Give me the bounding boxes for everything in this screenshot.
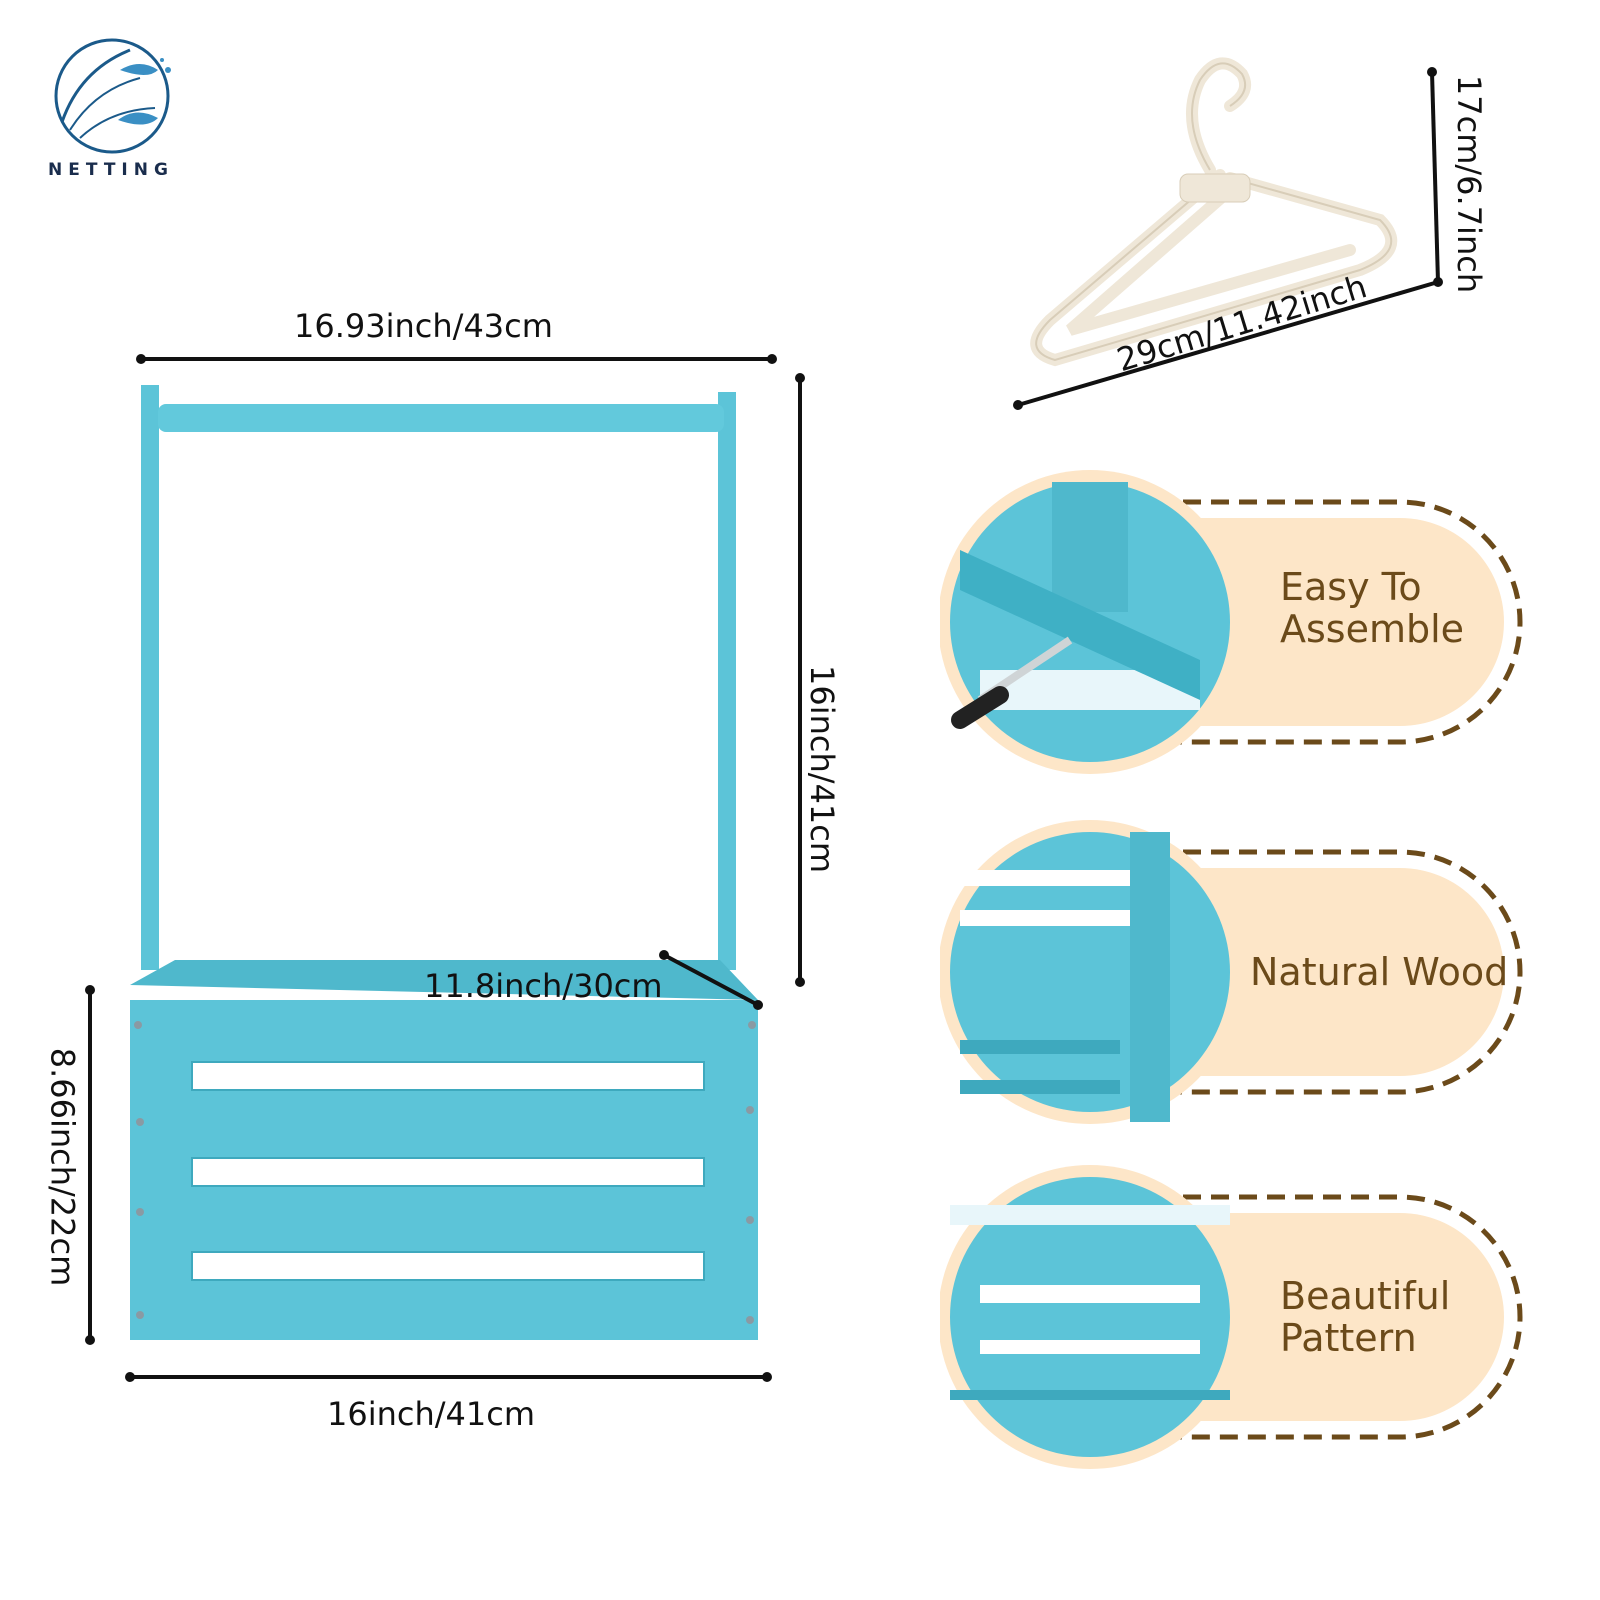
dim-hanger-height: 17cm/6.7inch [1450,74,1489,294]
box-slot [191,1157,705,1187]
dim-depth: 11.8inch/30cm [424,967,663,1005]
feature-badge-assemble: Easy To Assemble [940,470,1560,780]
brand-name: NETTING [48,160,174,180]
dim-handle-height: 16inch/41cm [803,664,842,874]
fish-wave-logo-icon [54,38,171,154]
dim-line-hanger-height [1430,71,1440,283]
feature-label-natural-wood: Natural Wood [1250,950,1509,994]
dim-box-height: 8.66inch/22cm [43,1047,82,1287]
feature-badge-natural-wood: Natural Wood [940,820,1560,1130]
dim-line-hanger-width [1017,280,1439,407]
handle-left-post [141,385,159,970]
handle-right-post [718,392,736,970]
brand-logo: NETTING [40,30,190,190]
dim-bottom-width: 16inch/41cm [327,1395,536,1433]
feature-label-pattern: Beautiful Pattern [1280,1274,1451,1360]
feature-label-assemble: Easy To Assemble [1280,565,1465,651]
basket-illustration [85,354,805,1382]
dim-line-depth [663,953,759,1007]
feature-pill-bg [940,820,1523,1124]
box-slot [191,1061,705,1091]
dim-top-width: 16.93inch/43cm [294,307,553,345]
feature-pill-bg [940,470,1523,774]
feature-badge-pattern: Beautiful Pattern [940,1165,1560,1475]
handle-bar [158,404,724,432]
box-slot [191,1251,705,1281]
box-top-rim [130,960,758,1000]
feature-pill-bg [940,1165,1523,1469]
hanger-illustration [1013,57,1443,410]
